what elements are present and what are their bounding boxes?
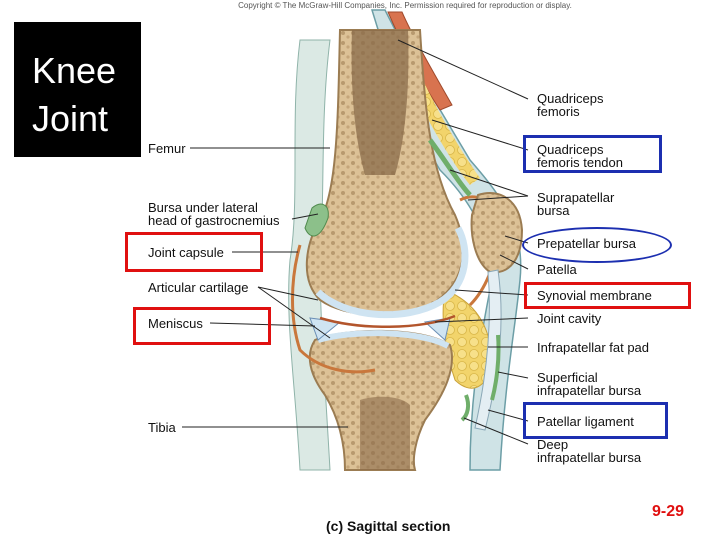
highlight-joint-capsule [125, 232, 263, 272]
title-line-2: Joint [32, 98, 109, 139]
patella [470, 192, 524, 274]
label-superficial-1: Superficial [537, 370, 598, 385]
label-deep-2: infrapatellar bursa [537, 450, 642, 465]
label-suprapatellar-2: bursa [537, 203, 570, 218]
label-joint-cavity: Joint cavity [537, 311, 602, 326]
label-quadriceps-2: femoris [537, 104, 580, 119]
joint-cavity-line [319, 314, 456, 328]
patellar-ligament-shape [474, 269, 502, 431]
copyright-notice: Copyright © The McGraw-Hill Companies, I… [238, 1, 572, 10]
label-femur: Femur [148, 141, 186, 156]
label-meniscus: Meniscus [148, 316, 203, 331]
label-quad-tendon-1: Quadriceps [537, 142, 604, 157]
slide-number: 9-29 [652, 503, 685, 520]
highlight-quadriceps-tendon [523, 135, 662, 173]
label-quadriceps-1: Quadriceps [537, 91, 604, 106]
deep-infrapatellar-bursa [460, 394, 471, 422]
label-bursa-lateral-1: Bursa under lateral [148, 200, 258, 215]
label-tibia: Tibia [148, 420, 176, 435]
highlight-patellar-ligament [523, 402, 668, 439]
title-line-1: Knee [32, 50, 117, 91]
title-box: Knee Joint [14, 22, 141, 157]
femur-cartilage [315, 226, 469, 319]
highlight-synovial-membrane [524, 282, 691, 309]
tibia-cartilage [317, 330, 450, 349]
label-superficial-2: infrapatellar bursa [537, 383, 642, 398]
label-articular-cartilage: Articular cartilage [148, 280, 249, 295]
label-infrapatellar-fat-pad: Infrapatellar fat pad [537, 340, 650, 355]
label-bursa-lateral-2: head of gastrocnemius [148, 213, 280, 228]
label-patella: Patella [537, 262, 577, 277]
superficial-infrapatellar-bursa [490, 334, 501, 401]
label-joint-capsule: Joint capsule [148, 245, 224, 260]
highlight-prepatellar-bursa [522, 227, 672, 263]
label-synovial-membrane: Synovial membrane [537, 288, 652, 303]
tibia-marrow [360, 396, 410, 470]
label-quad-tendon-2: femoris tendon [537, 155, 623, 170]
label-suprapatellar-1: Suprapatellar [537, 190, 615, 205]
highlight-meniscus [133, 307, 271, 345]
label-patellar-ligament: Patellar ligament [537, 414, 634, 429]
label-deep-1: Deep [537, 437, 569, 452]
figure-caption: (c) Sagittal section [326, 518, 451, 534]
suprapatellar-bursa [427, 138, 472, 197]
bursa-lateral-gastrocnemius [304, 203, 329, 237]
femur-marrow [351, 30, 409, 175]
